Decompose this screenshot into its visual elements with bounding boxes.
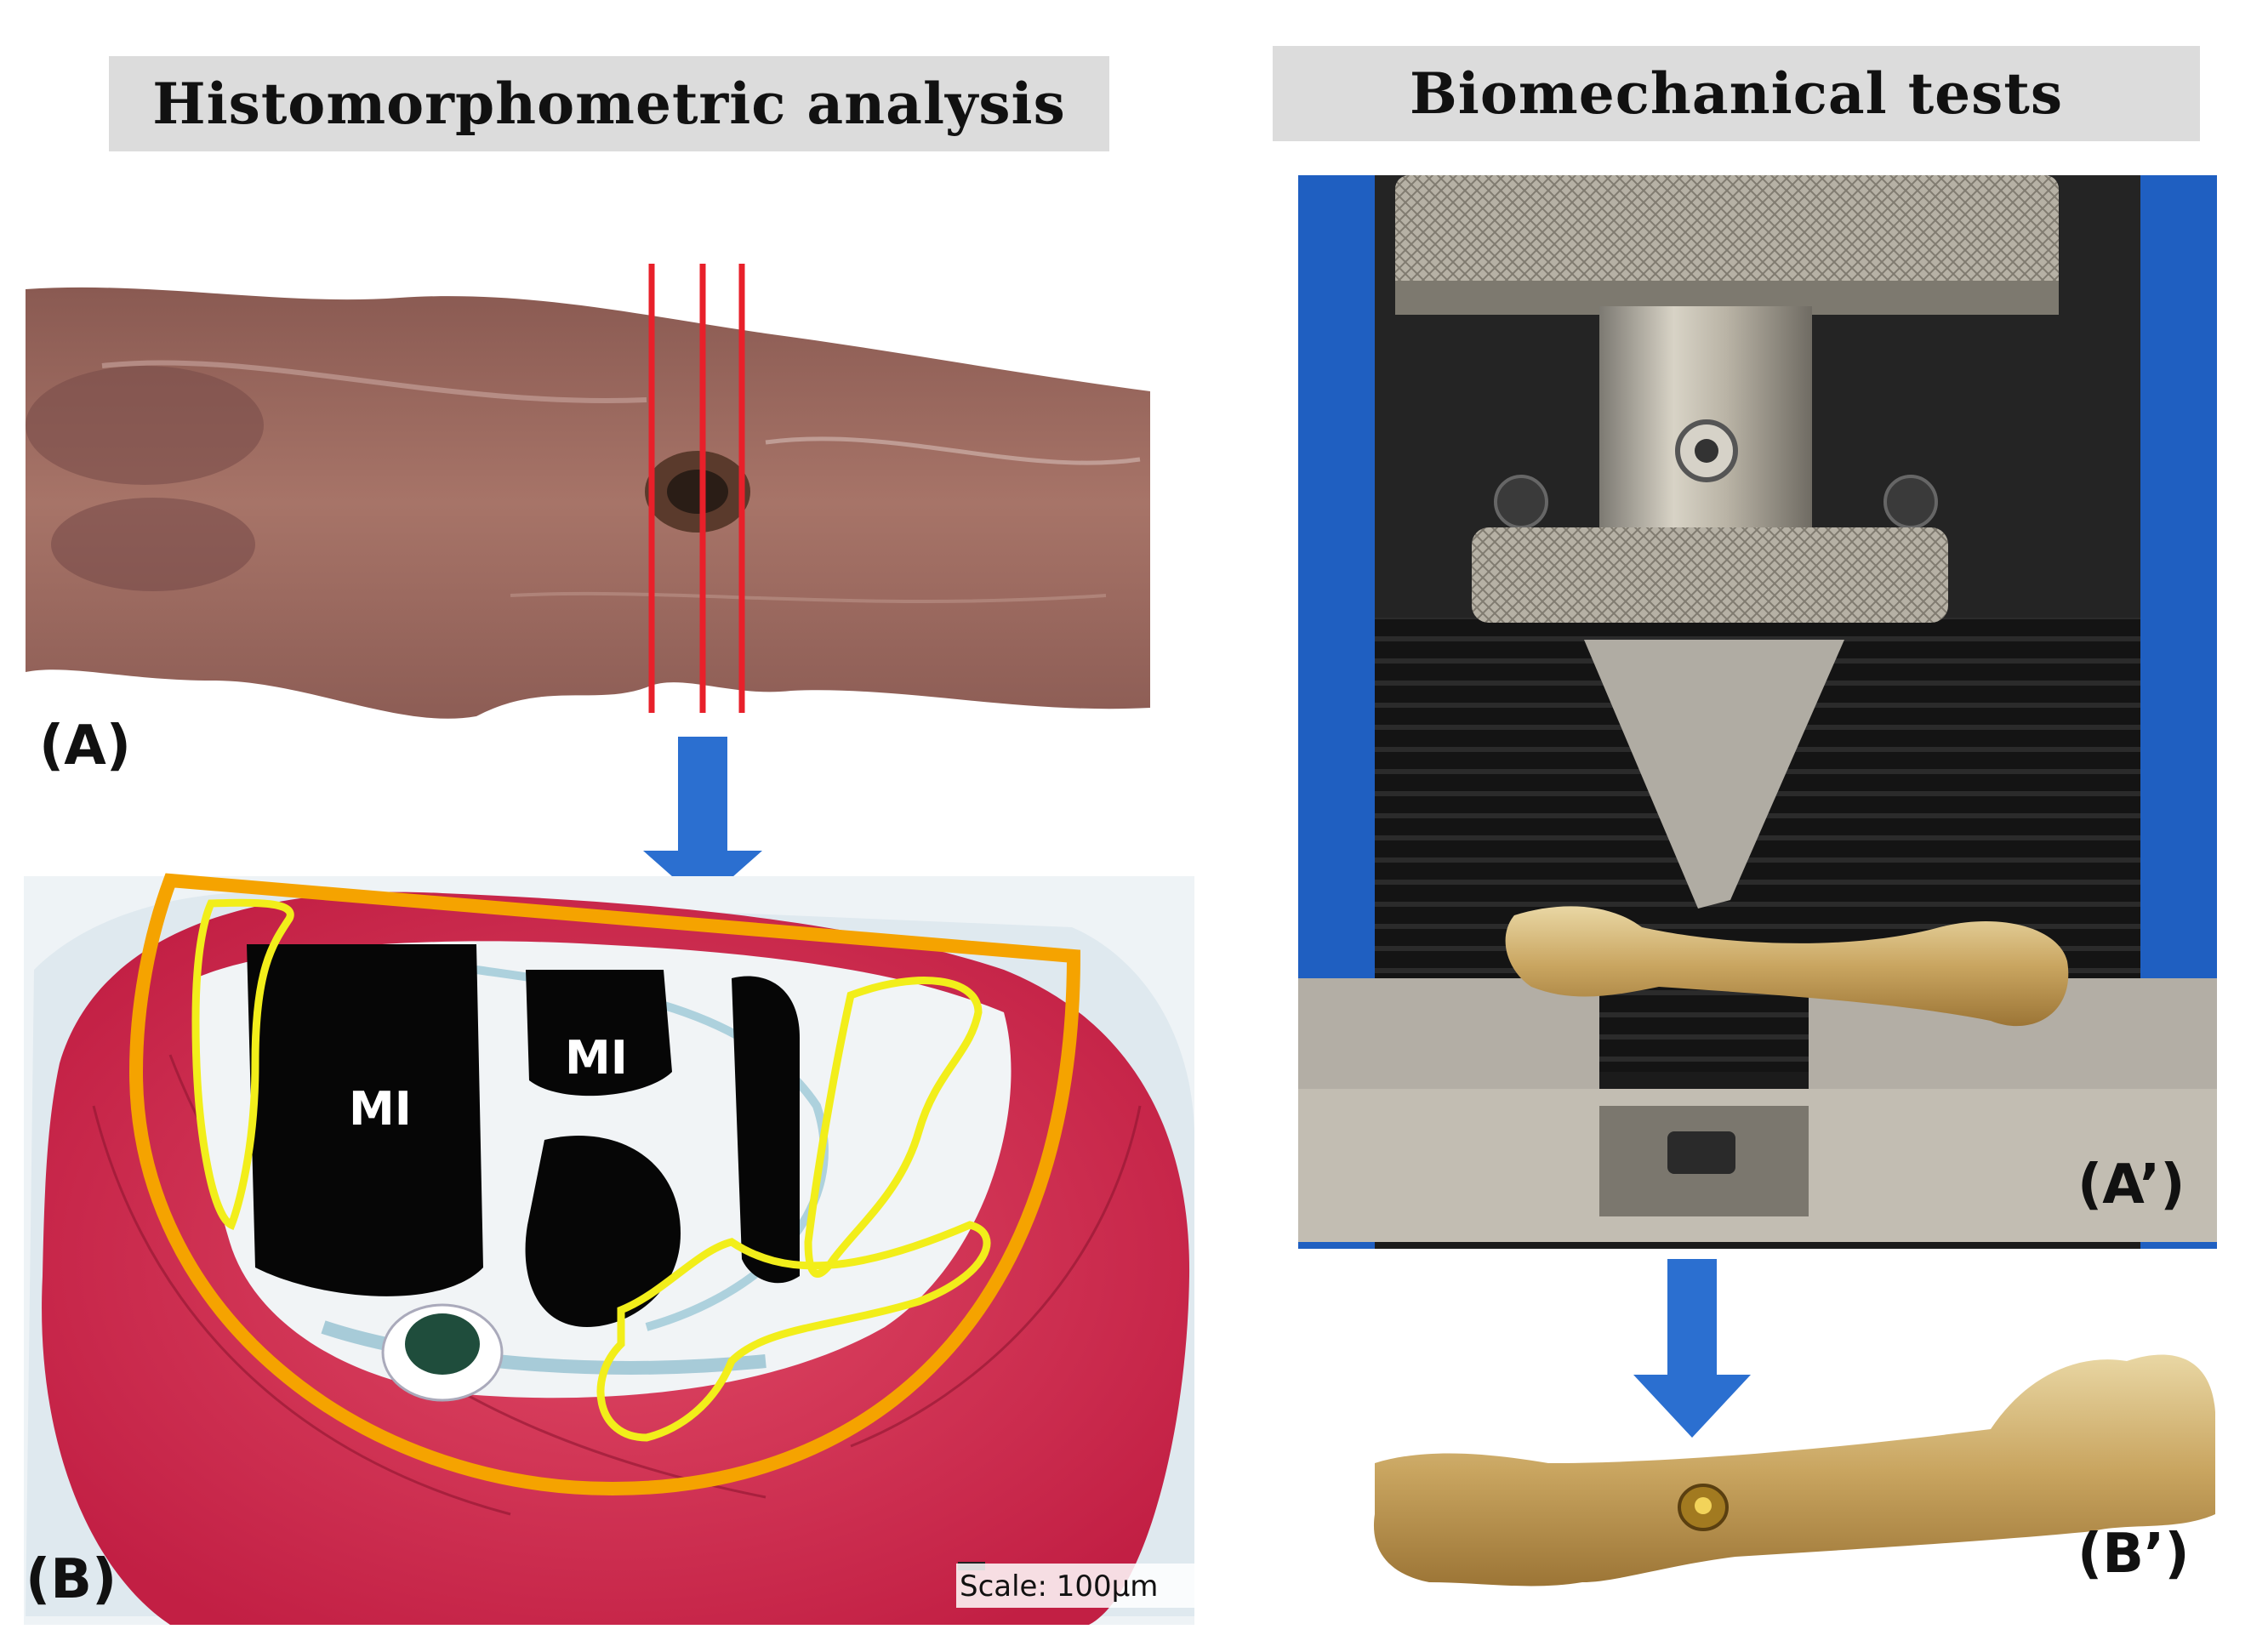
header-biomechanical: Biomechanical tests	[1273, 46, 2200, 141]
histology-section	[24, 873, 1194, 1625]
limb-shape	[26, 287, 1150, 719]
header-histomorphometric-text: Histomorphometric analysis	[152, 71, 1066, 137]
scale-bar-label: Scale: 100µm	[960, 1569, 1158, 1604]
trabecular-outline-left	[191, 898, 294, 1231]
arrow-down-icon	[1633, 1259, 1751, 1438]
implant-region-2	[526, 970, 672, 1097]
roi-outline	[128, 873, 1081, 1496]
header-histomorphometric: Histomorphometric analysis	[109, 56, 1109, 151]
trabecular-outline-right	[804, 977, 983, 1278]
bone-specimen	[1505, 906, 2069, 1027]
trabecular-outline-bottom	[596, 1221, 991, 1442]
mi-label-2: MI	[565, 1031, 628, 1085]
cut-lines	[648, 264, 745, 713]
limb-photo	[26, 287, 1150, 719]
panel-label-b: (B)	[26, 1548, 117, 1611]
mi-label-1: MI	[349, 1082, 412, 1136]
implant-region-1	[247, 944, 483, 1296]
panel-label-b-prime: (B’)	[2077, 1523, 2190, 1586]
testing-machine-photo	[1298, 175, 2217, 1249]
panel-label-a-prime: (A’)	[2077, 1154, 2185, 1216]
bone-fragment	[1373, 1354, 2215, 1586]
fractured-bone-photo	[1373, 1354, 2215, 1586]
panel-label-a: (A)	[39, 715, 132, 778]
header-biomechanical-text: Biomechanical tests	[1410, 60, 2063, 127]
